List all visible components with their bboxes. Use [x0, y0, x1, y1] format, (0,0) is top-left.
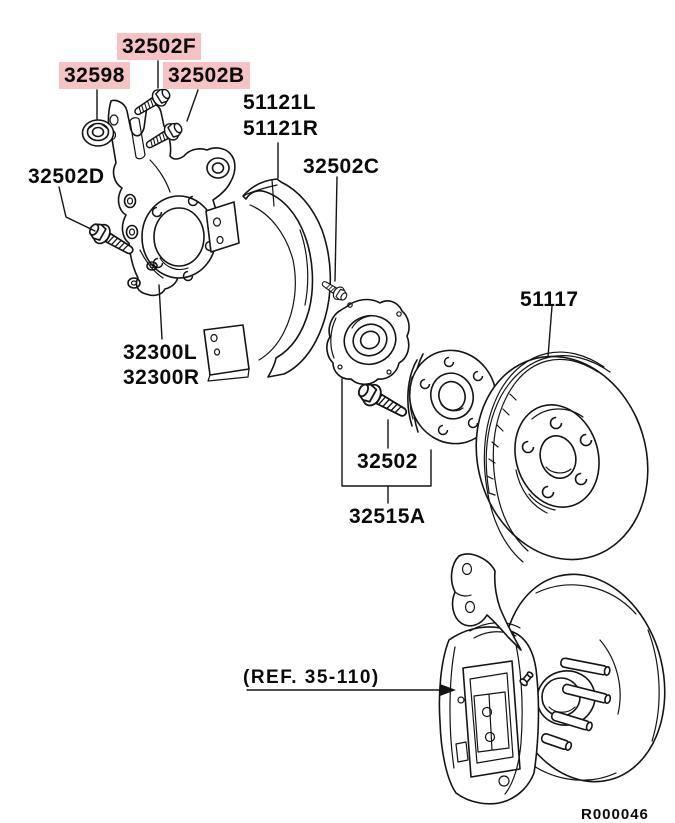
bolt-32502c — [321, 281, 348, 301]
part-label-32502d[interactable]: 32502D — [28, 165, 105, 188]
caliper-assembly-drawing — [438, 553, 666, 805]
brake-disc-drawing — [475, 351, 649, 563]
brake-dust-shield-drawing — [203, 178, 332, 382]
leader-lines — [58, 60, 553, 504]
bolt-32502 — [357, 383, 408, 417]
part-label-32502c[interactable]: 32502C — [303, 155, 380, 178]
part-label-32502b[interactable]: 32502B — [163, 62, 250, 89]
doc-code: R000046 — [581, 806, 649, 823]
steering-knuckle-drawing — [107, 99, 236, 297]
flange-nut-32598 — [81, 119, 115, 147]
ref-arrow — [246, 684, 456, 696]
part-label-32515a[interactable]: 32515A — [349, 505, 426, 528]
part-label-51121l[interactable]: 51121L — [243, 91, 317, 114]
part-label-32300l[interactable]: 32300L — [123, 341, 198, 364]
part-label-32300r[interactable]: 32300R — [123, 366, 200, 389]
wheel-hub-drawing — [407, 349, 498, 445]
part-label-32502[interactable]: 32502 — [357, 450, 418, 473]
part-label-51117[interactable]: 51117 — [520, 288, 579, 311]
bolt-32502f — [134, 88, 171, 116]
part-label-32598[interactable]: 32598 — [59, 62, 130, 89]
bolt-32502d — [88, 223, 134, 255]
ref-note: (REF. 35-110) — [243, 667, 380, 688]
wheel-bearing-drawing — [326, 298, 410, 386]
bolt-32502b — [145, 122, 183, 149]
part-label-51121r[interactable]: 51121R — [243, 117, 319, 140]
part-label-32502f[interactable]: 32502F — [117, 33, 202, 60]
bleeder-screw — [519, 671, 534, 687]
